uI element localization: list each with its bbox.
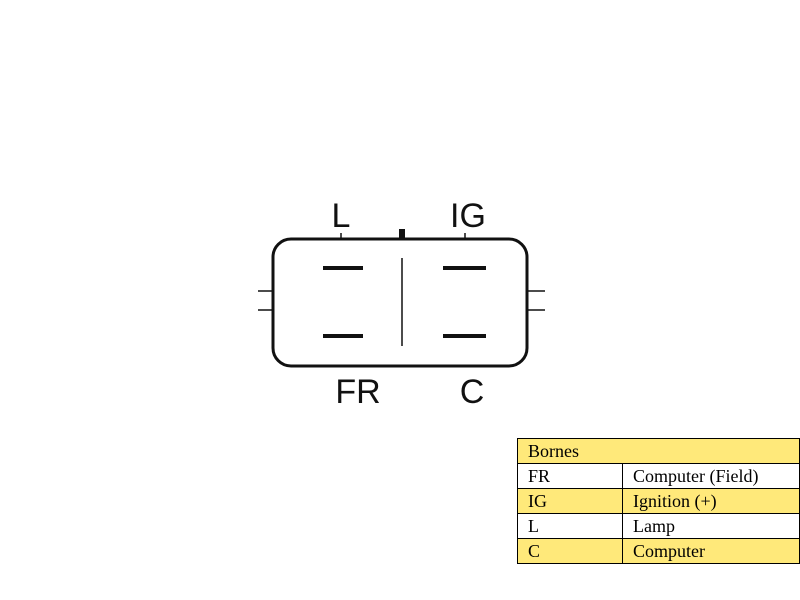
legend-title: Bornes	[517, 438, 800, 464]
legend-code: IG	[517, 488, 623, 514]
label-ig: IG	[450, 197, 486, 235]
terminal-ig	[443, 266, 486, 270]
terminal-l	[323, 266, 363, 270]
connector-housing	[271, 237, 529, 368]
legend-row: L Lamp	[517, 513, 800, 539]
legend-header-row: Bornes	[517, 438, 800, 464]
legend-row: IG Ignition (+)	[517, 488, 800, 514]
legend-description: Computer	[622, 538, 800, 564]
label-fr: FR	[335, 373, 380, 411]
legend-description: Lamp	[622, 513, 800, 539]
legend-description: Computer (Field)	[622, 463, 800, 489]
legend-code: L	[517, 513, 623, 539]
legend-code: C	[517, 538, 623, 564]
terminal-legend-table: Bornes FR Computer (Field) IG Ignition (…	[517, 438, 800, 564]
right-side-tab	[527, 290, 545, 311]
terminal-fr	[323, 334, 363, 338]
legend-code: FR	[517, 463, 623, 489]
left-side-tab	[258, 290, 273, 311]
legend-description: Ignition (+)	[622, 488, 800, 514]
label-c: C	[460, 373, 485, 411]
terminal-c	[443, 334, 486, 338]
connector-key	[399, 229, 405, 240]
label-l: L	[332, 197, 351, 235]
legend-row: C Computer	[517, 538, 800, 564]
legend-row: FR Computer (Field)	[517, 463, 800, 489]
